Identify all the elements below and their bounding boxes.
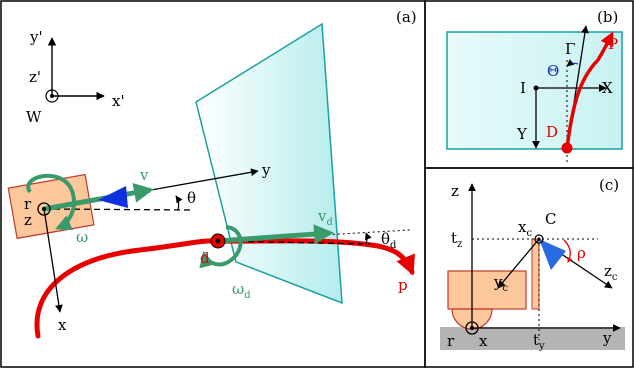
panel-a: (a) y' x' z' W r z v [7, 8, 417, 339]
camera-center-icon [534, 234, 544, 244]
robot-camera-icon [98, 186, 128, 208]
world-x-label: x' [112, 92, 125, 110]
omega-arc [26, 173, 76, 231]
camera-yc-axis [497, 238, 540, 289]
world-frame: y' x' z' W [26, 28, 125, 126]
world-origin-label: W [26, 108, 42, 126]
robot-r-label: r [24, 195, 32, 213]
theta-big-arc [566, 59, 579, 67]
rho-label: ρ [577, 244, 586, 262]
image-rect [446, 31, 623, 150]
xc-label: xc [518, 218, 532, 239]
theta-d-arc [365, 232, 372, 245]
camera-C-label: C [545, 210, 556, 228]
ty-label: ty [533, 331, 545, 352]
robot-x-label: x [58, 316, 67, 334]
robot-side-body [447, 270, 527, 310]
camera-icon [539, 239, 566, 270]
image-center-icon [533, 85, 539, 91]
y-axis-label: y [602, 329, 612, 347]
desired-vd-label: vd [317, 207, 333, 228]
omega-d-arc [199, 225, 243, 269]
robot-v-label: v [139, 166, 149, 184]
robot-omega-label: ω [76, 228, 88, 246]
rho-arc [563, 239, 573, 263]
desired-omega-label: ωd [232, 280, 251, 301]
panel-c: (c) z tz xc C ρ zc yc r x ty y [440, 176, 625, 352]
z-axis-label: z [451, 182, 459, 200]
world-y-label: y' [29, 28, 43, 46]
robot-theta-label: θ [187, 189, 196, 207]
path-P [565, 31, 614, 149]
robot-x-axis [43, 208, 63, 313]
panel-c-tag: (c) [599, 176, 619, 194]
yc-label: yc [493, 273, 508, 294]
panel-b-tag: (b) [597, 8, 618, 26]
camera-mast [531, 238, 540, 310]
panel-b: (b) P Γ Θ X I Y D [446, 8, 623, 162]
world-z-label: z' [29, 68, 41, 86]
point-D-icon [561, 142, 573, 154]
robot-origin-icon-c [465, 321, 479, 335]
gamma-label: Γ [565, 40, 575, 58]
path-p-label: p [398, 276, 408, 294]
path-P-label: P [608, 35, 618, 53]
robot-z-label: z [24, 211, 32, 229]
theta-arc [175, 195, 183, 211]
world-origin-icon [45, 89, 59, 103]
x-label: x [479, 332, 488, 350]
r-label: r [447, 332, 455, 350]
path-p [34, 238, 415, 339]
robot-origin-icon [37, 202, 51, 216]
panel-c-frame [424, 167, 634, 368]
velocity-vd-arrow [217, 224, 334, 245]
robot-y-label: y [261, 161, 271, 179]
theta-big-label: Θ [547, 62, 559, 80]
panel-a-tag: (a) [396, 8, 417, 26]
velocity-v-arrow [43, 182, 154, 212]
tz-label: tz [451, 229, 462, 250]
image-X-label: X [602, 79, 613, 97]
robot-dashed-ref [43, 208, 191, 211]
image-Y-label: Y [516, 125, 528, 143]
desired-theta-label: θd [381, 230, 397, 251]
floor [440, 327, 625, 350]
zc-label: zc [604, 262, 618, 283]
desired-d-label: d [200, 249, 210, 267]
point-D-label: D [546, 123, 558, 141]
image-I-label: I [520, 79, 526, 97]
